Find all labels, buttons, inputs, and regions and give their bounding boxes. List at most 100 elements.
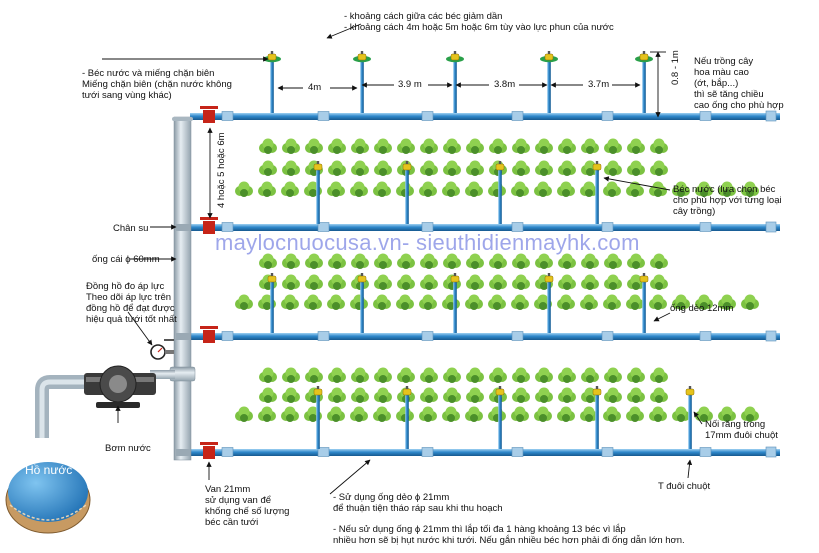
plant-icon [465, 406, 483, 422]
plant-icon [718, 294, 736, 310]
plant-icon [281, 294, 299, 310]
plant-icon [489, 253, 507, 269]
plant-icon [512, 253, 530, 269]
pipe-coupling [421, 447, 434, 457]
sprinkler-riser [353, 51, 371, 113]
plant-icon [511, 181, 529, 197]
plant-icon [580, 406, 598, 422]
sprinkler-nozzle-icon[interactable] [544, 273, 554, 283]
sprinkler-nozzle-icon[interactable] [592, 386, 602, 396]
sprinkler-nozzle-icon[interactable] [446, 51, 464, 63]
plant-icon [535, 367, 553, 383]
plant-icon [397, 274, 415, 290]
nozzle-choice-label: Béc nước (lựa chọn béc cho phù hợp với t… [673, 184, 782, 217]
sprinkler-nozzle-icon[interactable] [540, 51, 558, 63]
sprinkler-riser [267, 273, 277, 333]
plant-icon [259, 138, 277, 154]
plant-icon [350, 181, 368, 197]
pump-label: Bơm nước [105, 443, 151, 454]
pressure-gauge-label: Đồng hồ đo áp lực Theo dõi áp lực trên đ… [86, 281, 177, 325]
sprinkler-riser [495, 161, 505, 224]
sprinkler-nozzle-icon[interactable] [450, 273, 460, 283]
plant-icon [443, 387, 461, 403]
sprinkler-riser [495, 386, 505, 449]
sprinkler-nozzle-icon[interactable] [635, 51, 653, 63]
plant-icon [442, 181, 460, 197]
sprinkler-nozzle-icon[interactable] [267, 273, 277, 283]
plant-icon [627, 138, 645, 154]
plant-icon [650, 138, 668, 154]
sprinkler-nozzle-icon[interactable] [685, 386, 695, 396]
plant-icon [373, 294, 391, 310]
pipe-coupling [221, 447, 234, 457]
pipe-fittings [221, 110, 777, 458]
plant-icon [489, 274, 507, 290]
main-pipe [150, 116, 196, 461]
sprinkler-nozzle-icon[interactable] [402, 386, 412, 396]
plant-icon [466, 138, 484, 154]
sprinkler-riser [313, 386, 323, 449]
plant-icon [534, 294, 552, 310]
plant-icon [558, 138, 576, 154]
sprinkler-nozzle-icon[interactable] [353, 51, 371, 63]
lateral-pipe-2 [190, 224, 780, 231]
valve-icon[interactable] [200, 106, 218, 123]
tee-label: T đuôi chuột [658, 481, 711, 492]
plant-icon [627, 387, 645, 403]
plant-icon [604, 274, 622, 290]
plant-icon [442, 406, 460, 422]
plant-icon [741, 181, 759, 197]
plant-icon [282, 160, 300, 176]
plant-icon [235, 181, 253, 197]
plant-icon [604, 253, 622, 269]
sprinkler-nozzle-icon[interactable] [357, 273, 367, 283]
sprinkler-nozzle-icon[interactable] [592, 161, 602, 171]
plant-icon [649, 294, 667, 310]
plant-icon [420, 253, 438, 269]
plant-icon [558, 367, 576, 383]
capacity-note: - Nếu sử dụng ống ϕ 21mm thì lắp tối đa … [333, 524, 685, 546]
plant-icon [581, 253, 599, 269]
plant-icon [557, 406, 575, 422]
plant-icon [351, 160, 369, 176]
plant-icon [603, 406, 621, 422]
row-spacing-label: 4 hoặc 5 hoặc 6m [216, 132, 227, 208]
plant-icon [327, 181, 345, 197]
pipe-coupling [601, 222, 614, 232]
sprinkler-nozzle-icon[interactable] [263, 51, 281, 63]
thread-joint-label: Nối răng trong 17mm đuôi chuột [705, 419, 778, 441]
end-cap [765, 446, 777, 458]
sprinkler-nozzle-icon[interactable] [402, 161, 412, 171]
plant-icon [420, 274, 438, 290]
plant-icon [557, 181, 575, 197]
end-cap [765, 330, 777, 342]
sprinkler-nozzle-icon[interactable] [495, 386, 505, 396]
plant-icon [258, 181, 276, 197]
sprinkler-nozzle-icon[interactable] [495, 161, 505, 171]
riser-height-label: 0.8 - 1m [670, 50, 681, 85]
pipe-coupling [601, 111, 614, 121]
valve-icon[interactable] [200, 326, 218, 343]
sprinkler-nozzle-icon[interactable] [313, 386, 323, 396]
sprinkler-nozzle-icon[interactable] [313, 161, 323, 171]
suction-pipe [35, 375, 90, 438]
plant-icon [603, 294, 621, 310]
plant-icon [741, 294, 759, 310]
plant-icon [558, 387, 576, 403]
pipe-coupling [421, 111, 434, 121]
plant-icon [305, 138, 323, 154]
spacing-label-2: 3.9 m [398, 79, 422, 90]
plant-icon [627, 253, 645, 269]
plant-icon [259, 387, 277, 403]
plant-icon [718, 406, 736, 422]
plant-icon [419, 181, 437, 197]
pipe-coupling [699, 222, 712, 232]
plant-icon [650, 387, 668, 403]
valve-icon[interactable] [200, 442, 218, 459]
sprinkler-nozzle-icon[interactable] [639, 273, 649, 283]
plant-icon [442, 294, 460, 310]
plant-icon [351, 138, 369, 154]
sprinkler-riser [446, 51, 464, 113]
plant-icon [396, 294, 414, 310]
